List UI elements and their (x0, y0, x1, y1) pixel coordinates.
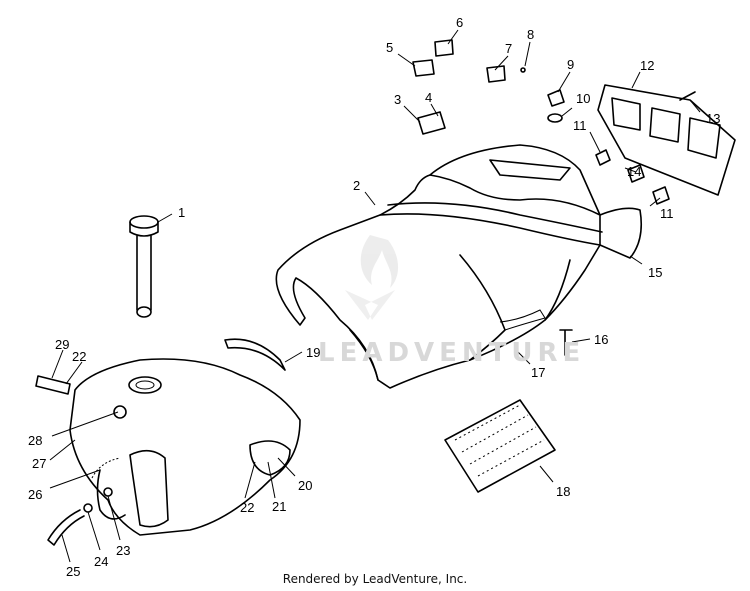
callout-7: 7 (505, 41, 512, 56)
foam-pad-part (444, 399, 556, 493)
watermark-text: LEADVENTURE (318, 338, 586, 368)
callout-labels: 1 2 3 4 5 6 7 8 9 10 11 12 13 14 11 15 1… (28, 15, 720, 579)
callout-3: 3 (394, 92, 401, 107)
seat-trim-part (499, 207, 643, 331)
callout-16: 16 (594, 332, 608, 347)
callout-6: 6 (456, 15, 463, 30)
callout-29: 29 (55, 337, 69, 352)
callout-1: 1 (178, 205, 185, 220)
callout-21: 21 (272, 499, 286, 514)
callout-28: 28 (28, 433, 42, 448)
callout-19: 19 (306, 345, 320, 360)
callout-18: 18 (556, 484, 570, 499)
callout-13: 13 (706, 111, 720, 126)
leader-lines (49, 29, 701, 563)
taillight-frame-part (597, 84, 736, 196)
fuel-cap-part (129, 215, 159, 318)
hardware-parts (412, 39, 696, 356)
callout-5: 5 (386, 40, 393, 55)
callout-11a: 11 (573, 118, 587, 133)
callout-10: 10 (576, 91, 590, 106)
fuel-tank-part (69, 358, 301, 536)
callout-11b: 11 (660, 206, 674, 221)
callout-23: 23 (116, 543, 130, 558)
callout-12: 12 (640, 58, 654, 73)
callout-22a: 22 (240, 500, 254, 515)
callout-27: 27 (32, 456, 46, 471)
callout-20: 20 (298, 478, 312, 493)
callout-22b: 22 (72, 349, 86, 364)
watermark-logo-icon (345, 235, 399, 320)
callout-8: 8 (527, 27, 534, 42)
callout-26: 26 (28, 487, 42, 502)
callout-15: 15 (648, 265, 662, 280)
callout-4: 4 (425, 90, 432, 105)
callout-24: 24 (94, 554, 108, 569)
callout-17: 17 (531, 365, 545, 380)
callout-9: 9 (567, 57, 574, 72)
footer-credit: Rendered by LeadVenture, Inc. (282, 572, 468, 586)
callout-14: 14 (627, 164, 641, 179)
callout-25: 25 (66, 564, 80, 579)
seat-part (275, 144, 603, 389)
strap-part (224, 338, 286, 371)
callout-2: 2 (353, 178, 360, 193)
